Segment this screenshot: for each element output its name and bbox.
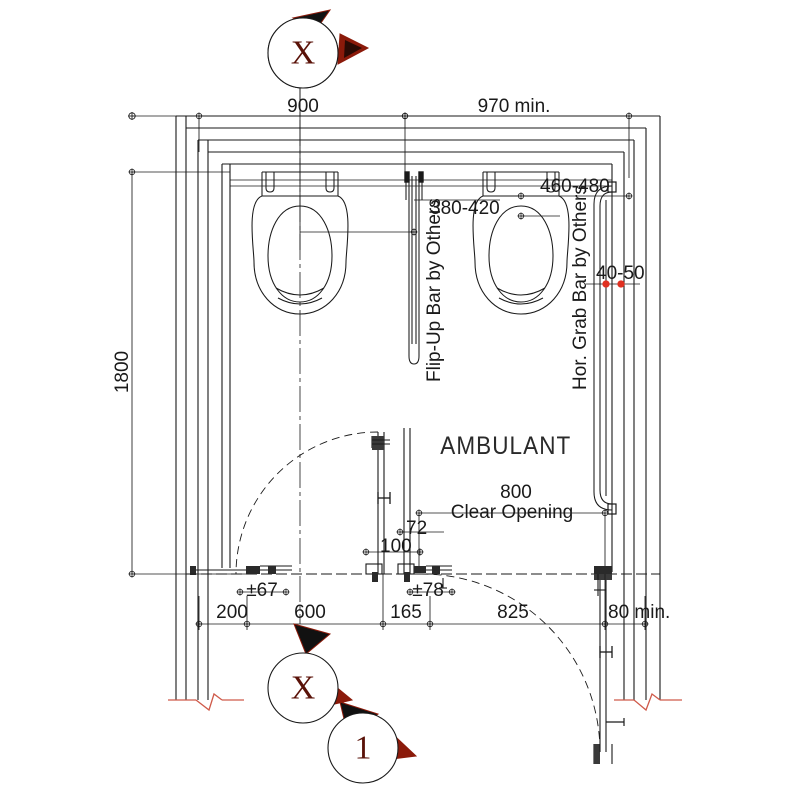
section-marker-bottom-x[interactable]: X xyxy=(267,623,354,724)
section-marker-top[interactable]: X xyxy=(267,9,370,89)
label-hor-grab-bar: Hor. Grab Bar by Others xyxy=(570,185,591,390)
grab-bar-flange-bottom xyxy=(607,503,617,515)
grab-bar-flange-top xyxy=(607,181,617,193)
dim-label-72: 72 xyxy=(406,518,427,539)
dimension-460-480 xyxy=(483,192,633,220)
dim-label-1800: 1800 xyxy=(112,351,133,393)
dim-label-80-min: 80 min. xyxy=(608,602,670,623)
dim-label-200: 200 xyxy=(216,602,248,623)
dim-label-600: 600 xyxy=(294,602,326,623)
dim-label-pm-67: ±67 xyxy=(246,580,278,601)
dimension-800-clear-opening xyxy=(415,509,609,566)
dimension-line-left xyxy=(128,112,246,578)
dim-label-825: 825 xyxy=(497,602,529,623)
dimension-line-top xyxy=(195,84,633,250)
dimension-40-50 xyxy=(586,280,640,288)
dim-label-40-50: 40-50 xyxy=(596,263,645,284)
section-marker-bottom-x-label: X xyxy=(291,670,316,707)
door-swing-arc-right xyxy=(421,573,601,753)
dim-label-pm-78: ±78 xyxy=(412,580,444,601)
dim-label-900: 900 xyxy=(287,96,319,117)
label-flip-up-bar: Flip-Up Bar by Others xyxy=(424,198,445,382)
dimension-line-bottom xyxy=(195,574,649,630)
room-label-ambulant: AMBULANT xyxy=(440,432,571,460)
door-leaf-outer-right xyxy=(593,572,613,764)
dim-label-800: 800 xyxy=(500,482,532,503)
dimension-380-420 xyxy=(300,199,500,236)
wall-break-symbol-left xyxy=(168,692,244,712)
dim-label-460-480: 460-480 xyxy=(540,176,610,197)
door-swing-arc-left xyxy=(235,431,379,575)
flip-up-bar xyxy=(405,176,423,365)
threshold-hardware-left xyxy=(190,565,292,575)
door-pull-left xyxy=(377,492,391,504)
horizontal-grab-bar xyxy=(593,185,613,511)
section-marker-top-label: X xyxy=(291,35,316,72)
section-marker-bottom-1-label: 1 xyxy=(355,730,372,767)
partition-walls xyxy=(175,115,661,700)
threshold-hardware-right xyxy=(594,566,612,596)
wall-break-symbol-right xyxy=(614,692,682,712)
door-pull-outer-right xyxy=(599,646,613,658)
dim-label-clear-opening: Clear Opening xyxy=(451,502,574,523)
dim-label-165: 165 xyxy=(390,602,422,623)
dim-label-970-min: 970 min. xyxy=(478,96,551,117)
section-marker-bottom-1[interactable]: 1 xyxy=(327,701,418,784)
threshold-hardware-centre xyxy=(365,563,452,589)
flip-up-bar-wall-plate xyxy=(404,171,424,183)
dim-label-380-420: 380-420 xyxy=(430,198,500,219)
door-hardware-outer-right xyxy=(606,718,625,726)
dim-label-100: 100 xyxy=(380,536,412,557)
